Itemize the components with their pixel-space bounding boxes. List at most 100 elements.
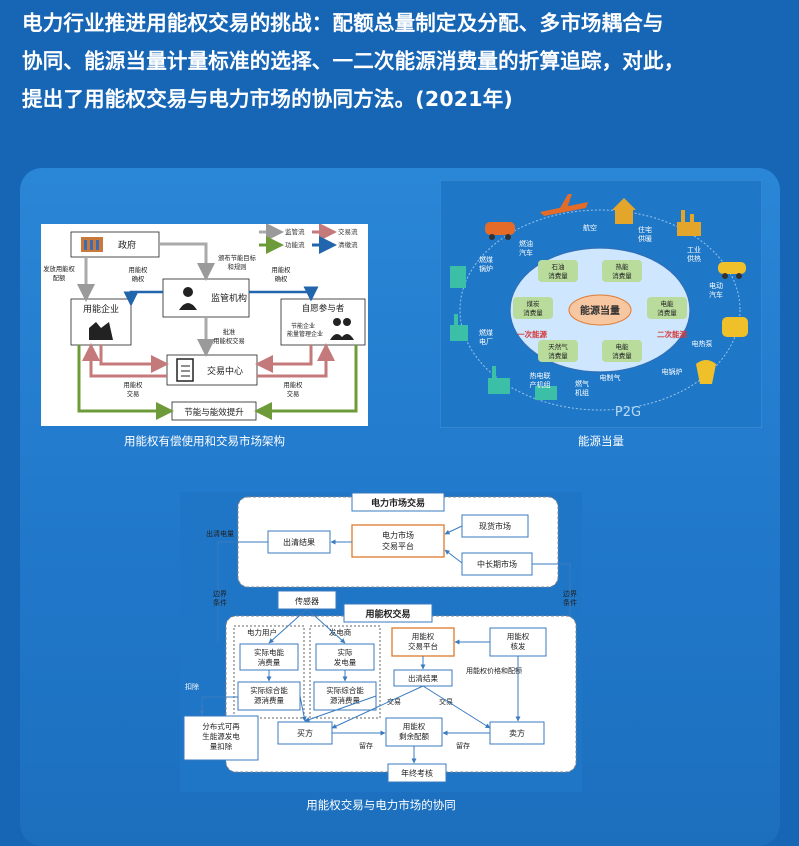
arrow-enterprise-saving: [77, 345, 174, 420]
arrow-enterprise-center: [99, 345, 169, 373]
fig3-caption: 用能权交易与电力市场的协同: [306, 798, 456, 812]
label-trade-2a: 用能权: [284, 380, 304, 389]
sensor-label: 传感器: [295, 596, 319, 606]
annual-review-box: [387, 763, 447, 783]
fig1-caption: 用能权有偿使用和交易市场架构: [124, 434, 285, 448]
comp-use-label-1: 实际综合能源消费量: [250, 685, 288, 705]
uer-issue-label: 用能权核发: [507, 631, 530, 651]
person-icon: [179, 287, 197, 310]
legend-supervision: 监管流: [285, 227, 305, 236]
enterprise-label: 用能企业: [83, 303, 119, 315]
center-label: 能源当量: [580, 304, 620, 317]
label-confirm-3: 用能权: [272, 265, 292, 274]
inner-label: 煤炭消费量: [523, 299, 543, 317]
trade-a-label: 交易: [387, 697, 401, 706]
label-approve-1: 批准: [223, 327, 236, 336]
label-confirm-1: 用能权: [129, 265, 149, 274]
outer-label: 燃煤锅炉: [479, 255, 493, 273]
fig2-caption: 能源当量: [578, 434, 624, 448]
market-platform-box: [351, 524, 445, 558]
vol-text-2: 能量管理企业: [287, 330, 323, 338]
outer-label: 住宅供暖: [638, 225, 652, 243]
clear-qty-label: 出清电量: [206, 529, 234, 538]
market-architecture-diagram: 监管流 交易流 功能流 清缴流 政府 监管机构 用能企业 自愿参与者 节能企业 …: [41, 224, 368, 426]
uer-clear-label: 出清结果: [408, 673, 438, 683]
price-quota-label: 用能权价格和配额: [466, 666, 522, 675]
trade-b-label: 交易: [439, 697, 453, 706]
p2g-label: P2G: [615, 405, 641, 420]
inner-box-gas: [538, 340, 578, 362]
inner-box-elec-1: [647, 297, 687, 319]
headline-line-2: 协同、能源当量计量标准的选择、一二次能源消费量的折算追踪，对此，: [22, 49, 685, 73]
actual-gen-label: 实际发电量: [334, 647, 357, 667]
secondary-energy-label: 二次能源: [657, 329, 687, 339]
buyer-label: 买方: [297, 728, 313, 738]
arrow-volunteer-saving: [254, 345, 358, 420]
user-group: [233, 625, 305, 719]
user-label: 电力用户: [247, 627, 277, 637]
gen-label: 发电商: [329, 627, 352, 637]
label-trade-1a: 用能权: [124, 380, 144, 389]
outer-label: 燃油汽车: [519, 239, 533, 257]
volunteer-label: 自愿参与者: [302, 303, 345, 314]
legend: 监管流 交易流 功能流 清缴流: [259, 224, 358, 254]
outer-label: 热电联产机组: [530, 371, 551, 389]
arrow-regulator-enterprise: [123, 290, 163, 307]
outer-label: 电制气: [600, 373, 621, 382]
spot-market-label: 现货市场: [479, 521, 511, 531]
inner-label: 天然气消费量: [548, 342, 568, 360]
outer-label: 燃煤电厂: [479, 328, 493, 346]
headline-line-1: 电力行业推进用能权交易的挑战：配额总量制定及分配、多市场耦合与: [22, 11, 664, 35]
center-label: 交易中心: [207, 365, 243, 377]
center-node: [568, 294, 632, 326]
deduct-label: 扣除: [185, 682, 199, 691]
electric-car-icon: [718, 262, 746, 279]
primary-energy-label: 一次能源: [517, 329, 547, 339]
vol-text-1: 节能企业: [291, 322, 315, 330]
gov-label: 政府: [118, 239, 136, 251]
uer-title: 用能权交易: [364, 608, 410, 620]
outer-label: 电热泵: [692, 339, 713, 348]
uer-issue-box: [489, 627, 547, 657]
actual-use-label: 实际电能消费量: [254, 647, 284, 667]
legend-trade: 交易流: [338, 227, 358, 236]
regulator-label: 监管机构: [211, 292, 247, 304]
label-trade-2b: 交易: [287, 389, 300, 398]
store-left-label: 留存: [359, 741, 373, 750]
outer-label: 电锅炉: [662, 367, 683, 376]
label-publish-2: 和规则: [228, 262, 247, 271]
gen-group: [309, 625, 381, 719]
label-confirm-4: 确权: [275, 274, 288, 283]
market-title-box: [351, 492, 445, 512]
market-platform-label: 电力市场交易平台: [382, 530, 414, 551]
arrow-center-enterprise: [82, 343, 167, 378]
store-right-label: 留存: [456, 741, 470, 750]
outer-label: 电动汽车: [709, 281, 723, 299]
chp-plant-icon: [535, 386, 557, 400]
inner-box-oil: [538, 260, 578, 282]
surplus-label: 用能权剩余配额: [399, 721, 429, 741]
outer-label: 工业供热: [687, 245, 701, 263]
people-icon: [330, 318, 354, 340]
clear-result-label: 出清结果: [283, 537, 315, 547]
power-plant-icon: [488, 366, 510, 394]
market-title: 电力市场交易: [371, 497, 425, 509]
airplane-icon: [540, 194, 588, 216]
boundary-left-label: 边界条件: [213, 589, 227, 607]
outer-label: 航空: [583, 223, 597, 232]
arrow-gov-regulator: [159, 242, 215, 281]
inner-label: 电能消费量: [657, 299, 677, 317]
outer-icons: [450, 194, 748, 400]
comp-use-label-2: 实际综合能源消费量: [326, 685, 364, 705]
label-issue-2: 配额: [53, 273, 66, 282]
arrow-center-volunteer: [257, 343, 335, 378]
uer-title-box: [343, 603, 433, 623]
inner-consumption-boxes: [513, 260, 687, 362]
boiler-icon: [696, 360, 716, 384]
actual-gen-box: [315, 643, 375, 671]
label-trade-1b: 交易: [127, 389, 140, 398]
inner-label: 电能消费量: [612, 342, 632, 360]
car-icon: [485, 222, 515, 240]
legend-settle: 清缴流: [338, 240, 358, 249]
